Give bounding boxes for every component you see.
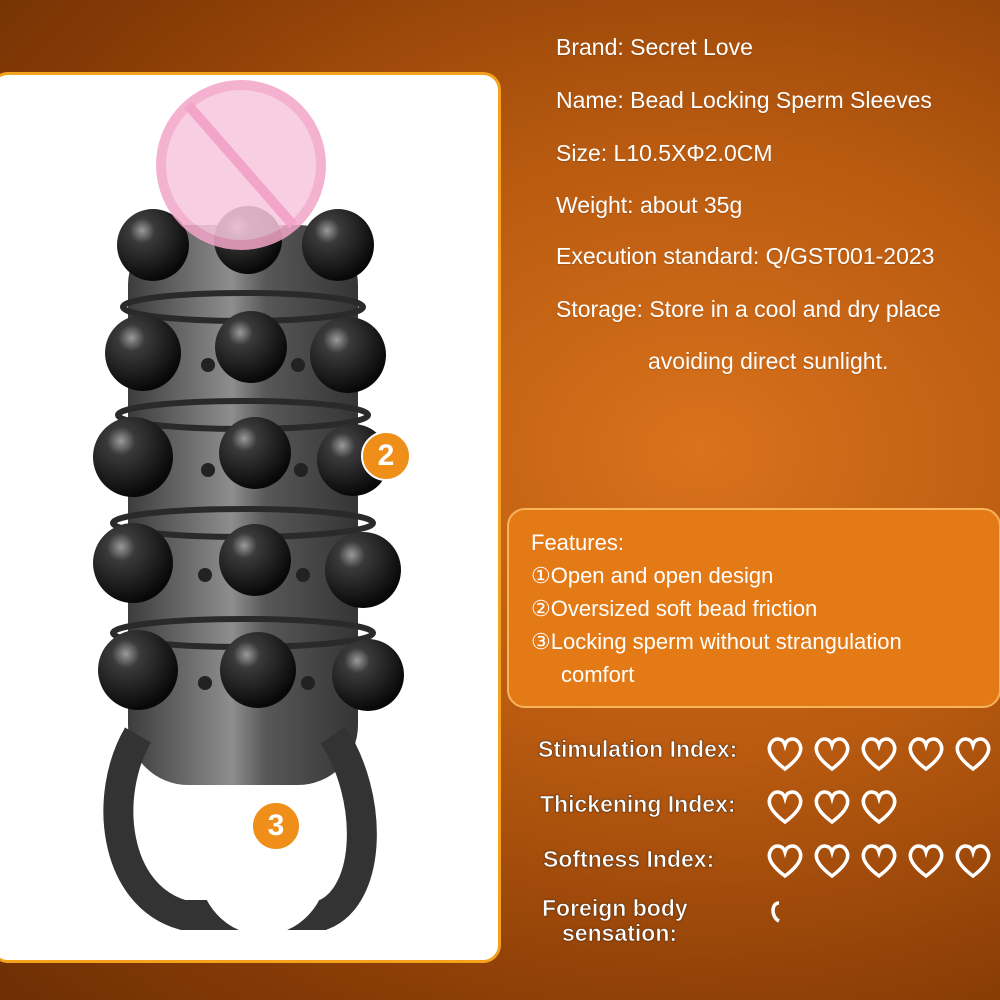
heart-outline-icon [767, 790, 803, 825]
feature-item-3-cont: comfort [561, 662, 635, 687]
foreign-body-label-2: sensation: [562, 920, 678, 947]
spec-standard: Execution standard: Q/GST001-2023 [556, 243, 935, 269]
foreign-body-rating [765, 895, 805, 933]
heart-outline-icon [908, 844, 944, 879]
callout-badge-2: 2 [361, 431, 411, 481]
prohibited-circle-icon [156, 80, 326, 250]
heart-partial-icon [771, 901, 781, 923]
feature-item-1: ①Open and open design [531, 563, 774, 588]
heart-outline-icon [955, 844, 991, 879]
product-illustration [93, 80, 404, 935]
heart-outline-icon [767, 844, 803, 879]
thickening-index-label: Thickening Index: [540, 791, 736, 818]
softness-index-label: Softness Index: [543, 846, 715, 873]
softness-rating [765, 842, 993, 880]
features-heading: Features: [531, 530, 624, 555]
heart-outline-icon [814, 844, 850, 879]
spec-weight: Weight: about 35g [556, 192, 743, 218]
heart-outline-icon [908, 737, 944, 772]
heart-outline-icon [861, 790, 897, 825]
thickening-rating [765, 788, 899, 826]
spec-brand: Brand: Secret Love [556, 34, 753, 60]
spec-name: Name: Bead Locking Sperm Sleeves [556, 87, 932, 113]
spec-size: Size: L10.5XΦ2.0CM [556, 140, 773, 166]
heart-outline-icon [767, 737, 803, 772]
stimulation-rating [765, 735, 993, 773]
product-photo-card: 2 3 [0, 72, 501, 963]
features-box: Features: ①Open and open design ②Oversiz… [507, 508, 1000, 708]
feature-item-2: ②Oversized soft bead friction [531, 596, 818, 621]
feature-item-3: ③Locking sperm without strangulation [531, 629, 902, 654]
foreign-body-label-1: Foreign body [542, 895, 688, 922]
heart-outline-icon [861, 737, 897, 772]
heart-outline-icon [814, 790, 850, 825]
heart-outline-icon [861, 844, 897, 879]
stimulation-index-label: Stimulation Index: [538, 736, 738, 763]
spec-storage-cont: avoiding direct sunlight. [648, 348, 889, 374]
heart-outline-icon [814, 737, 850, 772]
spec-storage: Storage: Store in a cool and dry place [556, 296, 941, 322]
callout-badge-3: 3 [251, 801, 301, 851]
heart-outline-icon [955, 737, 991, 772]
